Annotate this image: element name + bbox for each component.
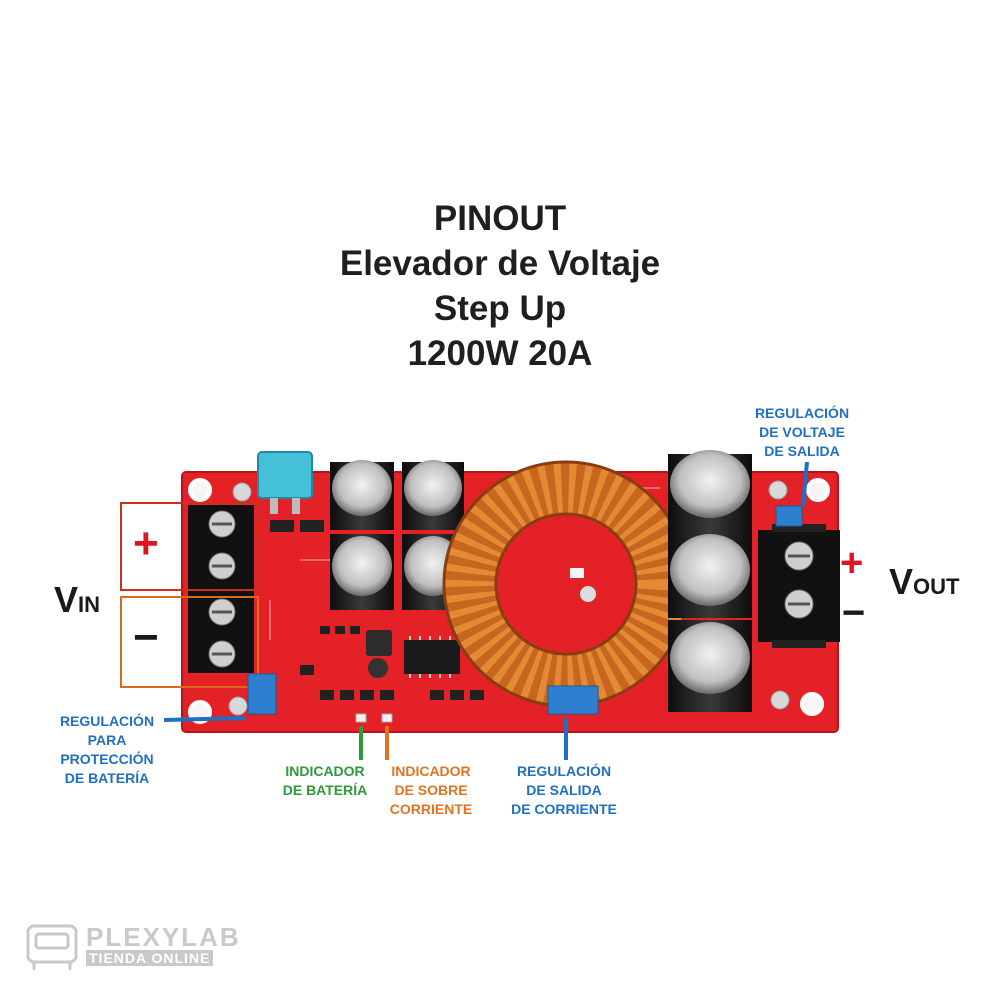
logo-tagline: TIENDA ONLINE — [86, 950, 214, 966]
toroid-inductor — [442, 460, 690, 708]
pointer-reg-voltaje — [801, 461, 809, 507]
logo-name: PLEXYLAB — [86, 922, 241, 952]
label-indicador-bateria: INDICADOR DE BATERÍA — [274, 762, 376, 800]
vout-minus-sign: − — [842, 591, 866, 635]
vin-label: VIN — [54, 580, 100, 625]
label-line: DE VOLTAJE — [759, 424, 845, 440]
title-line-2: Elevador de Voltaje — [339, 244, 661, 283]
fuse — [257, 451, 313, 514]
title-line-3: Step Up — [433, 289, 567, 328]
label-line: DE SALIDA — [526, 782, 602, 798]
vout-plus-sign: + — [840, 541, 864, 585]
label-line: PROTECCIÓN — [60, 751, 154, 767]
label-regulacion-corriente: REGULACIÓN DE SALIDA DE CORRIENTE — [502, 762, 626, 819]
vin-plus-sign: + — [133, 519, 159, 568]
label-line: REGULACIÓN — [59, 713, 155, 729]
controller-ic — [404, 636, 460, 678]
output-terminal-block — [758, 524, 840, 648]
label-regulacion-voltaje: REGULACIÓN DE VOLTAJE DE SALIDA — [740, 404, 864, 461]
vin-positive-box — [120, 502, 259, 591]
label-line: CORRIENTE — [389, 801, 473, 817]
vin-minus-sign: − — [133, 613, 159, 662]
mounting-holes — [188, 478, 830, 724]
vout-label-main: V — [889, 561, 914, 602]
vin-label-main: V — [54, 579, 79, 620]
label-line: DE BATERÍA — [64, 770, 150, 786]
label-line: PARA — [87, 732, 127, 748]
label-line: INDICADOR — [391, 763, 471, 779]
label-indicador-corriente: INDICADOR DE SOBRE CORRIENTE — [380, 762, 482, 819]
label-line: INDICADOR — [285, 763, 365, 779]
label-regulacion-bateria: REGULACIÓN PARA PROTECCIÓN DE BATERÍA — [48, 712, 166, 788]
output-capacitors — [668, 450, 752, 712]
led-battery — [355, 713, 367, 723]
led-overcurrent — [381, 713, 393, 723]
title-line-4: 1200W 20A — [407, 334, 593, 373]
label-line: DE SOBRE — [394, 782, 468, 798]
label-line: DE BATERÍA — [282, 782, 368, 798]
label-line: DE CORRIENTE — [511, 801, 617, 817]
label-line: REGULACIÓN — [754, 405, 850, 421]
label-line: REGULACIÓN — [516, 763, 612, 779]
vout-label-sub: OUT — [913, 574, 960, 599]
pointer-reg-bateria — [163, 716, 247, 722]
potentiometer-current — [547, 685, 599, 715]
input-capacitors — [330, 460, 464, 610]
potentiometer-battery — [247, 673, 277, 715]
label-line: DE SALIDA — [764, 443, 840, 459]
potentiometer-voltage — [775, 505, 803, 527]
diagram-title: PINOUT Elevador de Voltaje Step Up 1200W… — [0, 196, 1000, 376]
vin-negative-box — [120, 596, 259, 688]
vout-label: VOUT — [889, 562, 959, 607]
title-line-1: PINOUT — [433, 199, 567, 238]
plexylab-logo-mark — [26, 924, 78, 970]
vin-label-sub: IN — [78, 592, 101, 617]
